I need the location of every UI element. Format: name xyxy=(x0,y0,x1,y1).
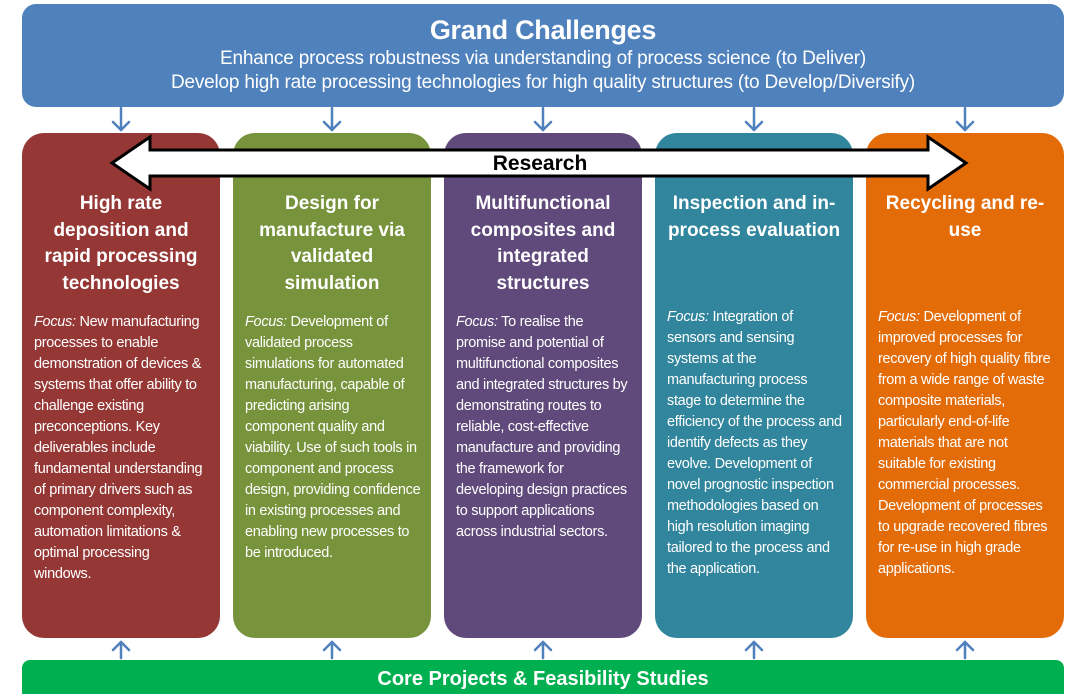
down-arrow-icon xyxy=(533,106,553,132)
banner-line-2: Develop high rate processing technologie… xyxy=(170,72,916,93)
focus-description: To realise the promise and potential of … xyxy=(456,314,628,540)
up-arrow-icon xyxy=(955,640,975,660)
grand-challenges-banner: Grand Challenges Enhance process robustn… xyxy=(22,4,1064,107)
core-projects-bar: Core Projects & Feasibility Studies xyxy=(22,660,1064,694)
focus-description: New manufacturing processes to enable de… xyxy=(34,314,203,582)
focus-label: Focus: xyxy=(456,314,498,330)
banner-title: Grand Challenges xyxy=(429,15,657,45)
focus-description: Development of improved processes for re… xyxy=(878,309,1051,577)
down-arrow-icon xyxy=(955,106,975,132)
column-title: Recycling and re-use xyxy=(885,193,1045,241)
column-recycling-reuse: Recycling and re-use Focus: Development … xyxy=(866,133,1064,638)
focus-label: Focus: xyxy=(878,309,920,325)
column-focus-text: Focus: To realise the promise and potent… xyxy=(456,312,632,543)
column-focus-text: Focus: New manufacturing processes to en… xyxy=(34,312,210,585)
up-arrow-icon xyxy=(322,640,342,660)
up-arrow-icon xyxy=(744,640,764,660)
focus-label: Focus: xyxy=(245,314,287,330)
up-arrow-icon xyxy=(533,640,553,660)
column-title: Inspection and in-process evaluation xyxy=(667,193,841,241)
column-title: High rate deposition and rapid processin… xyxy=(44,193,198,294)
banner-line-1: Enhance process robustness via understan… xyxy=(220,48,866,69)
column-inspection-evaluation: Inspection and in-process evaluation Foc… xyxy=(655,133,853,638)
down-arrow-icon xyxy=(322,106,342,132)
column-focus-text: Focus: Integration of sensors and sensin… xyxy=(667,307,843,580)
column-title: Design for manufacture via validated sim… xyxy=(259,193,405,294)
focus-description: Development of validated process simulat… xyxy=(245,314,421,561)
column-multifunctional-composites: Multifunctional composites and integrate… xyxy=(444,133,642,638)
column-high-rate-deposition: High rate deposition and rapid processin… xyxy=(22,133,220,638)
focus-label: Focus: xyxy=(667,309,709,325)
column-focus-text: Focus: Development of validated process … xyxy=(245,312,421,564)
focus-description: Integration of sensors and sensing syste… xyxy=(667,309,842,577)
column-focus-text: Focus: Development of improved processes… xyxy=(878,307,1054,580)
down-arrow-icon xyxy=(111,106,131,132)
focus-label: Focus: xyxy=(34,314,76,330)
column-title: Multifunctional composites and integrate… xyxy=(470,193,616,294)
up-arrow-icon xyxy=(111,640,131,660)
down-arrow-icon xyxy=(744,106,764,132)
column-design-for-manufacture: Design for manufacture via validated sim… xyxy=(233,133,431,638)
research-label: Research xyxy=(492,152,588,175)
